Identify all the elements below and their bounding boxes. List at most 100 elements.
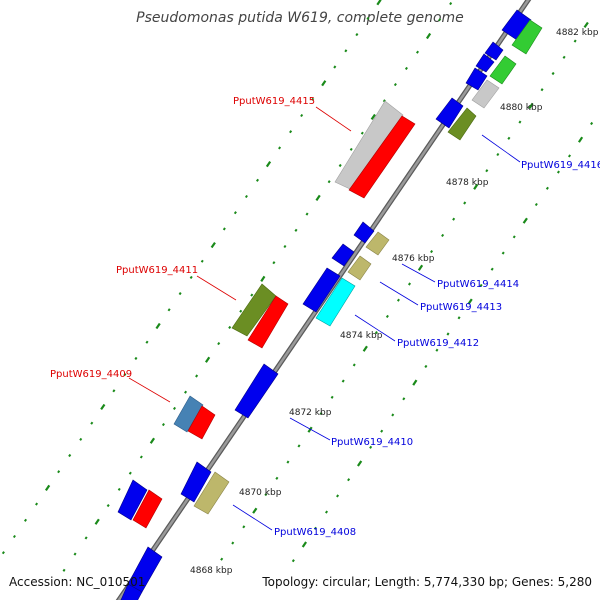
kbp-label: 4870 kbp — [239, 488, 282, 498]
ruler-minor-tick — [545, 186, 549, 190]
gene-pputw619-4409[interactable] — [187, 405, 216, 440]
ruler-minor-tick — [220, 557, 224, 561]
gene-grey-right-1[interactable] — [471, 79, 500, 109]
gene-label-pputw619-4415[interactable]: PputW619_4415 — [233, 96, 315, 107]
ruler-minor-tick — [534, 202, 538, 207]
ruler-minor-tick — [319, 411, 323, 416]
ruler-major-tick — [577, 136, 584, 143]
ruler-major-tick — [210, 241, 216, 249]
gene-label-pputw619-4412[interactable]: PputW619_4412 — [397, 338, 479, 349]
label-leader-lines — [128, 106, 521, 531]
ruler-major-tick — [149, 437, 156, 444]
gene-label-pputw619-4416[interactable]: PputW619_4416 — [521, 160, 600, 171]
gene-blue-right-5[interactable] — [435, 97, 464, 129]
gene-blue-top-1[interactable] — [117, 479, 148, 521]
ruler-minor-tick — [1, 551, 5, 555]
ruler-minor-tick — [457, 316, 461, 320]
ruler-minor-tick — [449, 2, 453, 6]
ruler-minor-tick — [338, 163, 342, 168]
ruler-minor-tick — [79, 437, 83, 441]
ruler-major-tick — [252, 507, 258, 514]
gene-label-pputw619-4414[interactable]: PputW619_4414 — [437, 279, 519, 290]
ruler-minor-tick — [117, 487, 121, 491]
gene-pputw619-4413[interactable] — [347, 255, 372, 281]
ruler-minor-tick — [324, 510, 329, 514]
gene-label-pputw619-4410[interactable]: PputW619_4410 — [331, 437, 413, 448]
gene-blue-right-4[interactable] — [465, 67, 488, 91]
ruler-minor-tick — [313, 526, 317, 530]
ruler-minor-tick — [178, 292, 182, 296]
ruler-minor-tick — [430, 250, 434, 254]
ruler-minor-tick — [402, 397, 406, 401]
ruler-minor-tick — [330, 395, 334, 399]
kbp-label: 4874 kbp — [340, 331, 383, 341]
ruler-major-tick — [425, 32, 432, 40]
ruler-minor-tick — [73, 552, 77, 556]
ruler-major-tick — [356, 460, 363, 467]
gene-pputw619-4411-olive[interactable] — [231, 283, 277, 337]
gene-red-top-1[interactable] — [132, 489, 163, 529]
ruler-minor-tick — [272, 261, 276, 265]
gene-blue-right-2[interactable] — [484, 41, 504, 61]
gene-pputw619-4416[interactable] — [447, 107, 477, 141]
ruler-major-tick — [204, 356, 211, 363]
ruler-minor-tick — [106, 504, 110, 508]
gene-blue-right-7[interactable] — [331, 243, 355, 267]
gene-pputw619-4415[interactable] — [348, 115, 416, 199]
ruler-minor-tick — [404, 66, 408, 70]
ruler-minor-tick — [424, 364, 428, 368]
ruler-minor-tick — [507, 136, 511, 140]
ruler-minor-tick — [407, 282, 412, 286]
ruler-minor-tick — [385, 314, 389, 318]
ruler-minor-tick — [391, 413, 395, 417]
ruler-minor-tick — [145, 340, 149, 344]
ruler-minor-tick — [441, 233, 445, 237]
ruler-major-tick — [417, 264, 424, 271]
gene-pputw619-4410[interactable] — [234, 363, 279, 419]
ruler-major-tick — [321, 80, 327, 87]
ruler-minor-tick — [352, 363, 356, 367]
gene-pputw619-4412[interactable] — [315, 277, 356, 327]
gene-pputw619-4411[interactable] — [247, 295, 289, 349]
ruler-minor-tick — [438, 18, 442, 22]
ruler-minor-tick — [134, 356, 138, 360]
gene-pputw619-4408[interactable] — [193, 471, 230, 515]
ruler-minor-tick — [347, 478, 351, 482]
gene-label-pputw619-4409[interactable]: PputW619_4409 — [50, 369, 132, 380]
ruler-minor-tick — [275, 476, 279, 480]
gene-label-pputw619-4408[interactable]: PputW619_4408 — [274, 527, 356, 538]
ruler-minor-tick — [562, 55, 566, 59]
ruler-minor-tick — [393, 83, 397, 87]
gene-pputw619-4409-steelblue[interactable] — [173, 395, 204, 433]
gene-blue-right-6[interactable] — [353, 221, 375, 244]
gene-label-pputw619-4411[interactable]: PputW619_4411 — [116, 265, 198, 276]
ruler-minor-tick — [435, 348, 439, 352]
ruler-minor-tick — [172, 406, 177, 410]
ruler-minor-tick — [233, 211, 237, 215]
gene-blue-right-3[interactable] — [475, 53, 495, 73]
ruler-minor-tick — [123, 373, 127, 377]
gene-green-right-2[interactable] — [489, 55, 517, 85]
ruler-minor-tick — [289, 130, 293, 134]
topology-text: Topology: circular; Length: 5,774,330 bp… — [261, 575, 592, 589]
ruler-minor-tick — [355, 33, 359, 37]
ruler-minor-tick — [485, 169, 489, 173]
ruler-minor-tick — [84, 536, 88, 540]
kbp-scale: 4868 kbp 4870 kbp 4872 kbp 4874 kbp 4876… — [190, 28, 599, 576]
ruler-major-tick — [467, 298, 473, 305]
ruler-minor-tick — [567, 154, 572, 158]
ruler-minor-tick — [90, 421, 94, 425]
ruler-minor-tick — [490, 267, 494, 271]
gene-green-right-1[interactable] — [511, 19, 543, 55]
gene-blue-right-9[interactable] — [180, 461, 212, 503]
gene-blue-right-11[interactable] — [120, 583, 143, 600]
ruler-minor-tick — [12, 534, 16, 539]
gene-blue-right-8[interactable] — [302, 267, 341, 313]
gene-label-pputw619-4413[interactable]: PputW619_4413 — [420, 302, 502, 313]
gene-pputw619-4414[interactable] — [365, 231, 390, 256]
ruler-minor-tick — [590, 121, 594, 126]
ruler-minor-tick — [167, 308, 171, 312]
ruler-minor-tick — [360, 131, 364, 135]
ruler-minor-tick — [291, 559, 295, 563]
ruler-minor-tick — [556, 170, 560, 174]
